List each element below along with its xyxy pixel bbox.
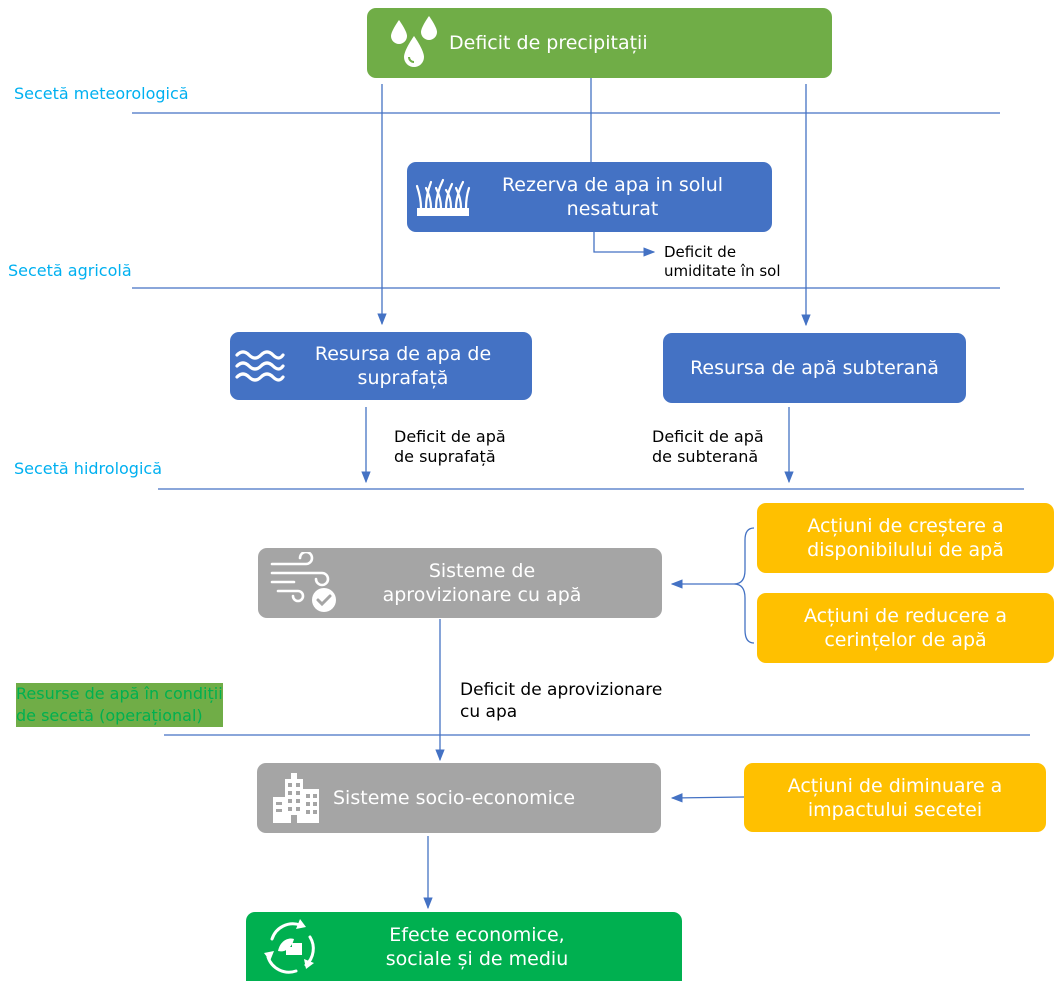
soil-deficit-note: Deficit de umiditate în sol [664,243,781,280]
effects-box: Efecte economice, sociale și de mediu [246,912,682,981]
soil-reserve-label-1: Rezerva de apa in solul [501,174,724,196]
action-mitigate-box: Acțiuni de diminuare a impactului secete… [744,763,1046,832]
buildings-icon [273,773,319,823]
precip-deficit-label: Deficit de precipitații [449,32,648,54]
groundwater-label: Resursa de apă subterană [690,357,939,379]
socio-economic-label: Sisteme socio-economice [333,787,576,809]
zone-label-agri: Secetă agricolă [8,261,132,280]
action-increase-box: Acțiuni de creștere a disponibilului de … [757,503,1054,573]
water-drops-icon [391,16,437,67]
precip-deficit-box: Deficit de precipitații [367,8,832,78]
zone-label-hydro: Secetă hidrologică [14,459,162,478]
surface-water-label-2: suprafață [357,367,449,389]
action-reduce-box: Acțiuni de reducere a cerințelor de apă [757,593,1054,663]
surface-water-label-1: Resursa de apa de [314,343,492,365]
zone-label-meteo: Secetă meteorologică [14,84,189,103]
soil-reserve-box: Rezerva de apa in solul nesaturat [407,162,772,232]
grass-icon [415,178,471,216]
arrow-mitigate-socio [670,793,745,803]
wind-check-icon [270,552,336,612]
arrow-soil-deficit [593,232,656,257]
supply-deficit-note: Deficit de aprovizionare cu apa [460,680,663,722]
water-supply-box: Sisteme de aprovizionare cu apă [258,548,662,618]
ground-deficit-note: Deficit de apă de subterană [652,427,764,466]
recycle-icon [264,918,315,974]
socio-economic-box: Sisteme socio-economice [257,763,661,833]
waves-icon [235,350,285,382]
surface-deficit-note: Deficit de apă de suprafață [394,427,506,466]
groundwater-box: Resursa de apă subterană [663,333,966,403]
surface-water-box: Resursa de apa de suprafață [230,332,532,400]
action-brace [733,527,755,644]
soil-reserve-label-2: nesaturat [566,198,659,220]
zone-label-oper: Resurse de apă în condiții de secetă (op… [16,683,223,727]
